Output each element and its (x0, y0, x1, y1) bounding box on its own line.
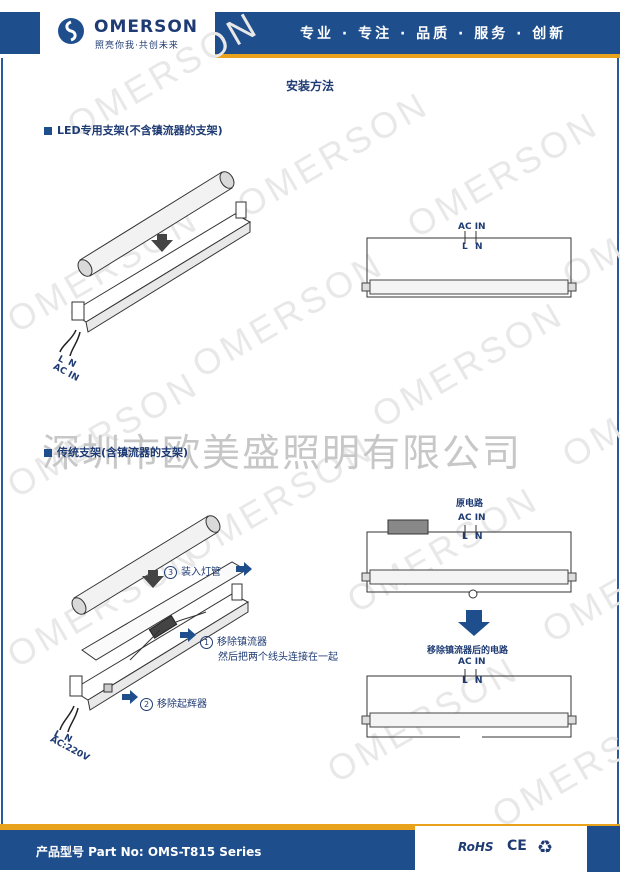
page-title: 安装方法 (285, 79, 334, 93)
led-tube-1 (77, 171, 235, 277)
after-circuit-title: 移除镇流器后的电路 (427, 646, 509, 656)
original-circuit-title: 原电路 (456, 499, 484, 509)
section-heading-led-text: LED专用支架(不含镇流器的支架) (57, 124, 223, 137)
led-fixture-1 (59, 201, 252, 357)
left-border (1, 58, 3, 826)
footer-accent-line (0, 824, 620, 830)
down-arrow-icon (151, 234, 173, 252)
original-circuit-ac-in: AC IN (458, 513, 486, 523)
header-accent-line (215, 54, 620, 58)
step3-text: 装入灯管 (181, 567, 221, 578)
header-slogan: 专业 · 专注 · 品质 · 服务 · 创新 (300, 26, 567, 42)
footer-corner (587, 826, 620, 872)
brand-name: OMERSON (94, 17, 198, 37)
step2-text: 移除起辉器 (157, 699, 207, 710)
right-border (617, 58, 619, 826)
starter-icon (468, 589, 478, 599)
step1-number: 1 (200, 635, 213, 649)
original-circuit-n: N (475, 532, 483, 542)
part-number: 产品型号 Part No: OMS-T815 Series (36, 845, 262, 859)
step1-text: 移除镇流器 (217, 637, 267, 648)
footer-bar (0, 830, 415, 870)
circuit-n: N (475, 242, 483, 252)
after-circuit-ac-in: AC IN (458, 657, 486, 667)
circuit-diagram-original (361, 519, 577, 599)
step3-number: 3 (164, 565, 177, 579)
section-heading-traditional-text: 传统支架(含镇流器的支架) (57, 446, 189, 459)
arrow-right-icon (180, 628, 196, 642)
big-down-arrow-icon (458, 610, 490, 636)
section-heading-led: LED专用支架(不含镇流器的支架) (44, 122, 223, 138)
ce-mark: CE (507, 838, 527, 854)
recycle-icon: ♻ (537, 837, 554, 858)
bullet-square-icon (44, 449, 52, 457)
down-arrow-icon (142, 570, 164, 588)
circuit-l: L (462, 242, 468, 252)
rohs-mark: RoHS (458, 840, 494, 854)
original-circuit-l: L (462, 532, 468, 542)
step1-note-line2: 然后把两个线头连接在一起 (218, 652, 338, 663)
circuit-ac-in: AC IN (458, 222, 486, 232)
arrow-right-icon (122, 690, 138, 704)
ballast-icon (387, 519, 429, 535)
step3-note: 3 装入灯管 (164, 563, 221, 579)
step2-note: 2 移除起辉器 (140, 695, 207, 711)
arrow-right-icon (236, 562, 252, 576)
logo-swirl (65, 20, 77, 42)
step1-note: 1 移除镇流器 (200, 633, 267, 649)
bullet-square-icon (44, 127, 52, 135)
footer-cert-panel (415, 826, 587, 872)
brand-logo-icon (58, 18, 84, 44)
after-circuit-n: N (475, 676, 483, 686)
circuit-diagram-led (361, 231, 577, 298)
step2-number: 2 (140, 697, 153, 711)
circuit-diagram-after (361, 669, 577, 740)
brand-tagline: 照亮你我·共创未来 (95, 41, 179, 51)
after-circuit-l: L (462, 676, 468, 686)
company-watermark: 深圳市欧美盛照明有限公司 (42, 431, 523, 475)
section-heading-traditional: 传统支架(含镇流器的支架) (44, 444, 188, 460)
led-tube-2 (71, 515, 221, 615)
